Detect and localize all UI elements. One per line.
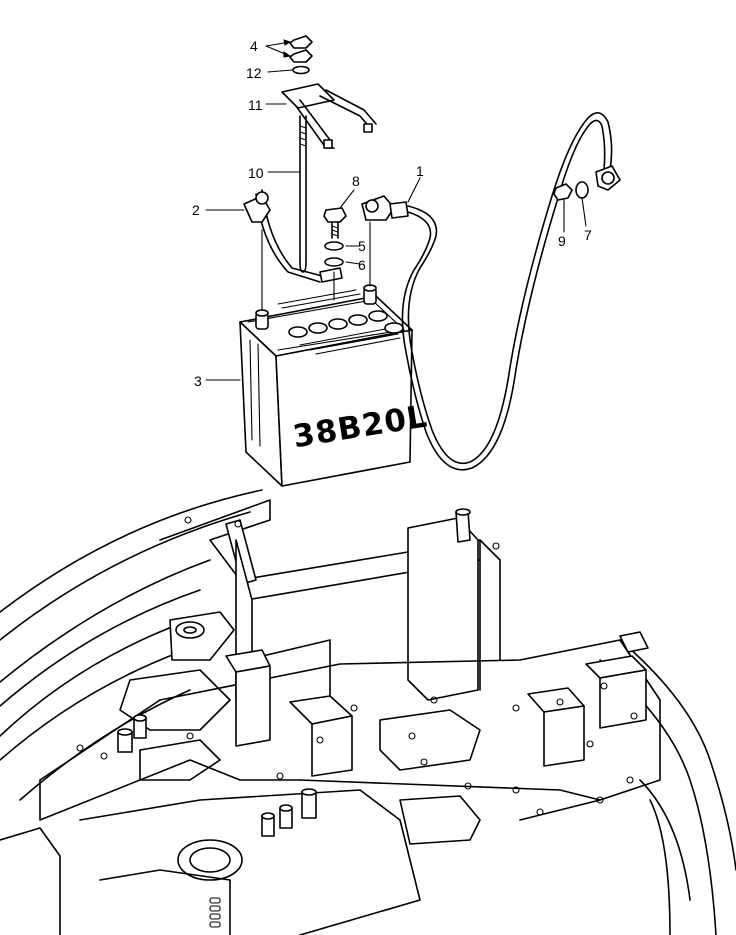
callout-10: 10 (248, 165, 264, 181)
frame-slots (209, 897, 221, 928)
lock-washer (324, 257, 344, 267)
terminal-bolt (323, 207, 347, 239)
callout-3: 3 (194, 373, 202, 389)
callout-8: 8 (352, 173, 360, 189)
flat-washer (324, 241, 344, 251)
frame-holes (76, 516, 638, 816)
negative-cable (243, 189, 343, 283)
battery-cell-caps (288, 310, 404, 338)
j-bolt (299, 115, 307, 273)
callout-2: 2 (192, 202, 200, 218)
callout-4: 4 (250, 38, 258, 54)
battery: 38B20L (239, 284, 430, 487)
callout-1: 1 (416, 163, 424, 179)
battery-terminal-positive (363, 284, 377, 305)
callout-9: 9 (558, 233, 566, 249)
callout-12: 12 (246, 65, 262, 81)
callout-5: 5 (358, 238, 366, 254)
callout-7: 7 (584, 227, 592, 243)
cable-washer (575, 181, 589, 199)
hold-down-nuts (289, 35, 313, 75)
callout-11: 11 (248, 97, 263, 113)
battery-terminal-negative (255, 309, 269, 330)
leader-lines (205, 39, 587, 381)
callout-labels: 4 12 11 10 2 8 1 5 6 3 9 7 (192, 38, 592, 389)
battery-hold-down-clamp (281, 83, 377, 149)
cable-nut (553, 183, 573, 201)
positive-cable (361, 112, 621, 471)
machine-frame (0, 489, 736, 935)
callout-6: 6 (358, 257, 366, 273)
